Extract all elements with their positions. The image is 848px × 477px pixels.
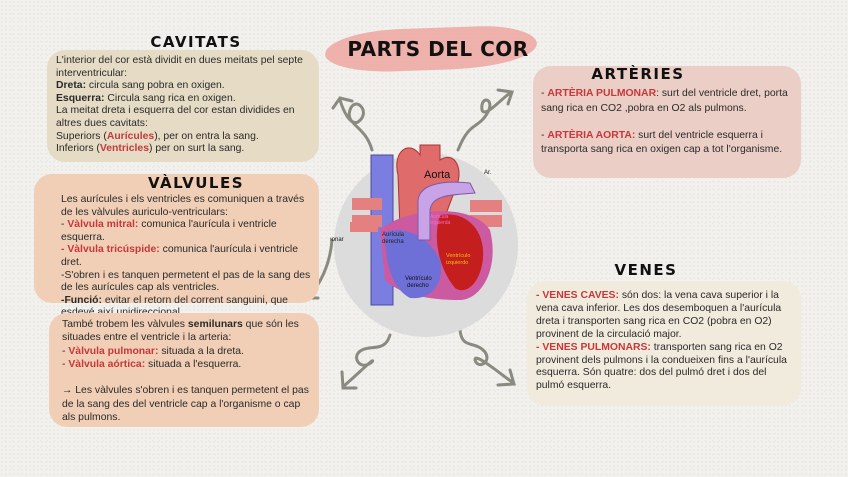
arteries-box: - ARTÈRIA PULMONAR: surt del ventricle d…: [533, 66, 801, 178]
pulmonary-veins-left: [470, 200, 502, 212]
cavitats-paragraph: Superiors (Aurícules), per on entra la s…: [56, 131, 311, 144]
cavitats-paragraph: L'interior del cor està dividit en dues …: [56, 55, 311, 80]
highlight-term: ARTÈRIA PULMONAR: [547, 88, 657, 99]
arrow-to-semilunars: [343, 333, 392, 387]
cavitats-box: L'interior del cor està dividit en dues …: [47, 50, 319, 162]
semilunars-box: També trobem les vàlvules semilunars que…: [49, 313, 319, 427]
valvules-paragraph: - Vàlvula mitral: comunica l'aurícula i …: [61, 219, 315, 244]
text-segment: La meitat dreta i esquerra del cor estan…: [56, 105, 295, 129]
page-title: PARTS DEL COR: [347, 37, 529, 61]
label-ar: Ar.: [484, 170, 492, 176]
text-segment: -S'obren i es tanquen permetent el pas d…: [61, 269, 311, 294]
highlight-term: - VENES PULMONARS:: [536, 341, 651, 353]
arrow-to-cavitats: [338, 98, 374, 152]
semilunars-paragraph: També trobem les vàlvules semilunars que…: [62, 318, 313, 345]
label-auricula-derecha-1: Aurícula: [382, 232, 405, 238]
bold-term: Esquerra:: [56, 92, 105, 104]
valvules-paragraph: - Vàlvula tricúspide: comunica l'aurícul…: [61, 244, 315, 269]
right-ventricle: [385, 230, 441, 299]
text-segment: evitar el retorn del corrent sanguini, q…: [61, 294, 288, 319]
venes-box: - VENES CAVES: són dos: la vena cava sup…: [527, 281, 801, 406]
cavitats-paragraph: Dreta: circula sang pobra en oxigen.: [56, 80, 311, 93]
text-segment: ), per on entra la sang.: [154, 130, 259, 142]
semilunars-paragraph: - Vàlvula aórtica: situada a l'esquerra.: [62, 358, 313, 371]
label-ventriculo-izquierdo-2: izquierdo: [446, 260, 468, 266]
text-segment: Superiors (: [56, 130, 107, 142]
label-auricula-derecha-2: derecha: [382, 239, 404, 245]
text-segment: També trobem les vàlvules: [62, 319, 188, 330]
cavitats-heading: CAVITATS: [150, 33, 242, 51]
text-segment: són dos: la vena cava superior i la vena…: [536, 290, 782, 340]
label-ventriculo-derecho-1: Ventrículo: [405, 276, 432, 282]
bold-term: -Funció:: [61, 294, 102, 306]
label-aorta: Aorta: [424, 169, 451, 181]
cavitats-paragraph: Inferiors (Ventricles) per on surt la sa…: [56, 143, 311, 156]
text-segment: comunica l'aurícula i ventricle dret.: [61, 244, 299, 268]
text-segment: Inferiors (: [56, 143, 100, 155]
text-segment: Les aurícules i els ventricles es comuni…: [61, 194, 305, 218]
text-segment: transporten sang rica en O2 provinent de…: [536, 341, 787, 392]
arteries-paragraph: - ARTÈRIA PULMONAR: surt del ventricle d…: [541, 87, 795, 116]
label-pulmonar: ıonar: [330, 237, 344, 243]
text-segment: que són les situades entre el ventricle …: [62, 319, 299, 344]
arteries-heading: ARTÈRIES: [591, 65, 685, 83]
label-auricula-izquierda-2: izquierda: [430, 220, 451, 226]
venes-paragraph: - VENES CAVES: són dos: la vena cava sup…: [536, 290, 796, 342]
highlight-term: ARTÈRIA AORTA:: [547, 129, 636, 141]
label-auricula-izquierda-1: Aurícula: [430, 214, 449, 220]
text-segment: -: [541, 129, 548, 141]
pulmonary-artery: [417, 181, 476, 241]
bold-term: Dreta:: [56, 80, 87, 92]
text-segment: ) per on surt la sang.: [149, 143, 245, 155]
text-segment: situada a l'esquerra.: [145, 359, 242, 371]
highlight-term: Vàlvula pulmonar:: [68, 345, 159, 357]
venes-heading: VENES: [614, 261, 678, 279]
valvules-box: Les aurícules i els ventricles es comuni…: [34, 174, 319, 318]
highlight-term: - VENES CAVES:: [536, 290, 619, 301]
valvules-paragraph: Les aurícules i els ventricles es comuni…: [61, 194, 315, 219]
bold-term: semilunars: [187, 319, 243, 330]
highlight-term: Vàlvula mitral:: [67, 219, 139, 231]
text-segment: comunica l'aurícula i ventricle esquerra…: [61, 219, 277, 243]
valvules-paragraph: -Funció: evitar el retorn del corrent sa…: [61, 295, 315, 320]
arrow-to-arteries: [456, 91, 512, 152]
text-segment: surt del ventricle esquerra i transporta…: [541, 129, 783, 156]
cavitats-paragraph: La meitat dreta i esquerra del cor estan…: [56, 105, 311, 130]
left-ventricle: [436, 214, 484, 291]
text-segment: -: [541, 88, 548, 99]
highlight-term: Ventricles: [99, 143, 149, 155]
text-segment: L'interior del cor està dividit en dues …: [56, 55, 303, 79]
highlight-term: - Vàlvula tricúspide:: [61, 244, 160, 256]
label-ventriculo-derecho-2: derecho: [407, 283, 429, 289]
text-segment: circula sang pobra en oxigen.: [86, 80, 225, 92]
arteries-paragraph: - ARTÈRIA AORTA: surt del ventricle esqu…: [541, 129, 795, 158]
valvules-paragraph: -S'obren i es tanquen permetent el pas d…: [61, 270, 315, 295]
text-segment: -: [62, 345, 69, 357]
valvules-heading: VÀLVULES: [147, 174, 245, 192]
label-ventriculo-izquierdo-1: Ventrículo: [446, 253, 470, 259]
text-segment: : surt del ventricle dret, porta sang ri…: [541, 88, 788, 114]
semilunars-paragraph: - Vàlvula pulmonar: situada a la dreta.: [62, 345, 313, 358]
pulmonary-veins-right: [352, 198, 382, 210]
text-segment: situada a la dreta.: [158, 345, 244, 357]
text-segment: -: [61, 219, 68, 231]
highlight-term: Vàlvula aórtica:: [68, 359, 146, 371]
text-segment: → Les vàlvules s'obren i es tanquen perm…: [62, 385, 309, 424]
highlight-term: Aurícules: [106, 130, 155, 142]
text-segment: -: [62, 359, 69, 371]
semilunars-paragraph: → Les vàlvules s'obren i es tanquen perm…: [62, 384, 313, 424]
arrow-to-venes: [458, 328, 514, 384]
text-segment: Circula sang rica en oxigen.: [104, 92, 236, 104]
cavitats-paragraph: Esquerra: Circula sang rica en oxigen.: [56, 93, 311, 106]
venes-paragraph: - VENES PULMONARS: transporten sang rica…: [536, 342, 796, 394]
